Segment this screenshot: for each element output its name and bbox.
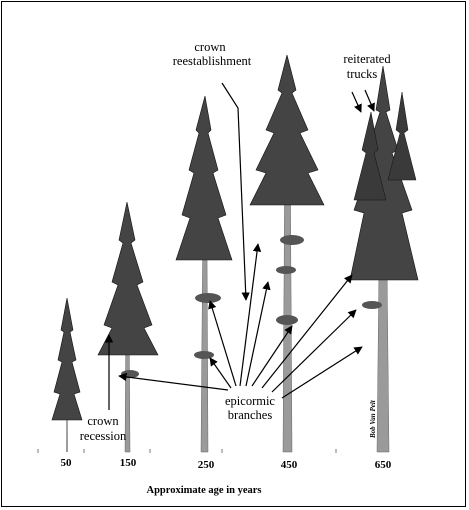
label-crown-reestablishment-1: crown: [194, 40, 226, 54]
arrows-crown-reestablishment: [222, 83, 246, 300]
age-label-250: 250: [198, 459, 215, 471]
tree-age-50: [52, 298, 82, 452]
tree-age-650: [350, 66, 418, 452]
age-label-50: 50: [61, 457, 73, 469]
age-label-450: 450: [281, 459, 298, 471]
label-reiterated-2: trucks: [347, 67, 378, 81]
arrows-epicormic-branches: [119, 244, 362, 398]
artist-signature: Bob Van Pelt: [369, 399, 377, 439]
tree-age-250: [176, 96, 232, 452]
tree-age-450: [250, 55, 324, 452]
label-crown-recession-1: crown: [87, 414, 119, 428]
arrows-reiterated-trucks: [352, 90, 374, 112]
label-epicormic-1: epicormic: [225, 394, 275, 408]
axis-title: Approximate age in years: [146, 485, 261, 496]
age-label-650: 650: [375, 459, 392, 471]
label-epicormic-2: branches: [228, 408, 273, 422]
label-crown-recession-2: recession: [80, 429, 127, 443]
label-reiterated-1: reiterated: [343, 52, 391, 66]
age-label-150: 150: [120, 457, 137, 469]
label-crown-reestablishment-2: reestablishment: [173, 54, 252, 68]
